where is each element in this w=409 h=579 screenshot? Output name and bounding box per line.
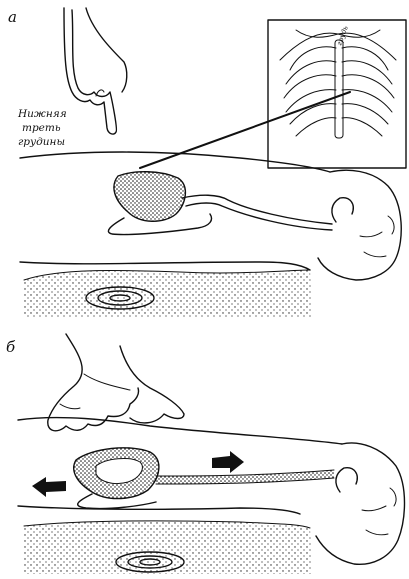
vessel-a [182,195,332,224]
body-bottom-outline [20,262,310,270]
panel-a-letter: а [8,8,17,26]
panel-a: а Нижняя треть грудины грудь [8,8,406,318]
panel-b-letter: б [6,338,16,356]
sternum-callout: грудь [335,25,350,47]
compressing-hands-icon [48,334,184,431]
pointer-line [140,92,350,168]
arrow-right-icon [212,451,244,473]
caption-line-1: Нижняя [17,108,67,120]
heart-a [114,172,185,222]
body-top-outline-b [18,418,342,444]
patient-head-a [318,170,401,280]
ground-a [24,270,312,318]
body-bottom-outline-b [18,506,300,514]
pointing-hand-icon [64,8,127,134]
ribcage-inset: грудь [268,20,406,168]
patient-head-b [316,443,405,564]
lower-third-caption: Нижняя треть грудины [17,108,67,148]
caption-line-3: грудины [18,136,65,148]
caption-line-2: треть [22,122,61,134]
arrow-left-icon [32,477,66,497]
panel-b: б [6,334,405,574]
